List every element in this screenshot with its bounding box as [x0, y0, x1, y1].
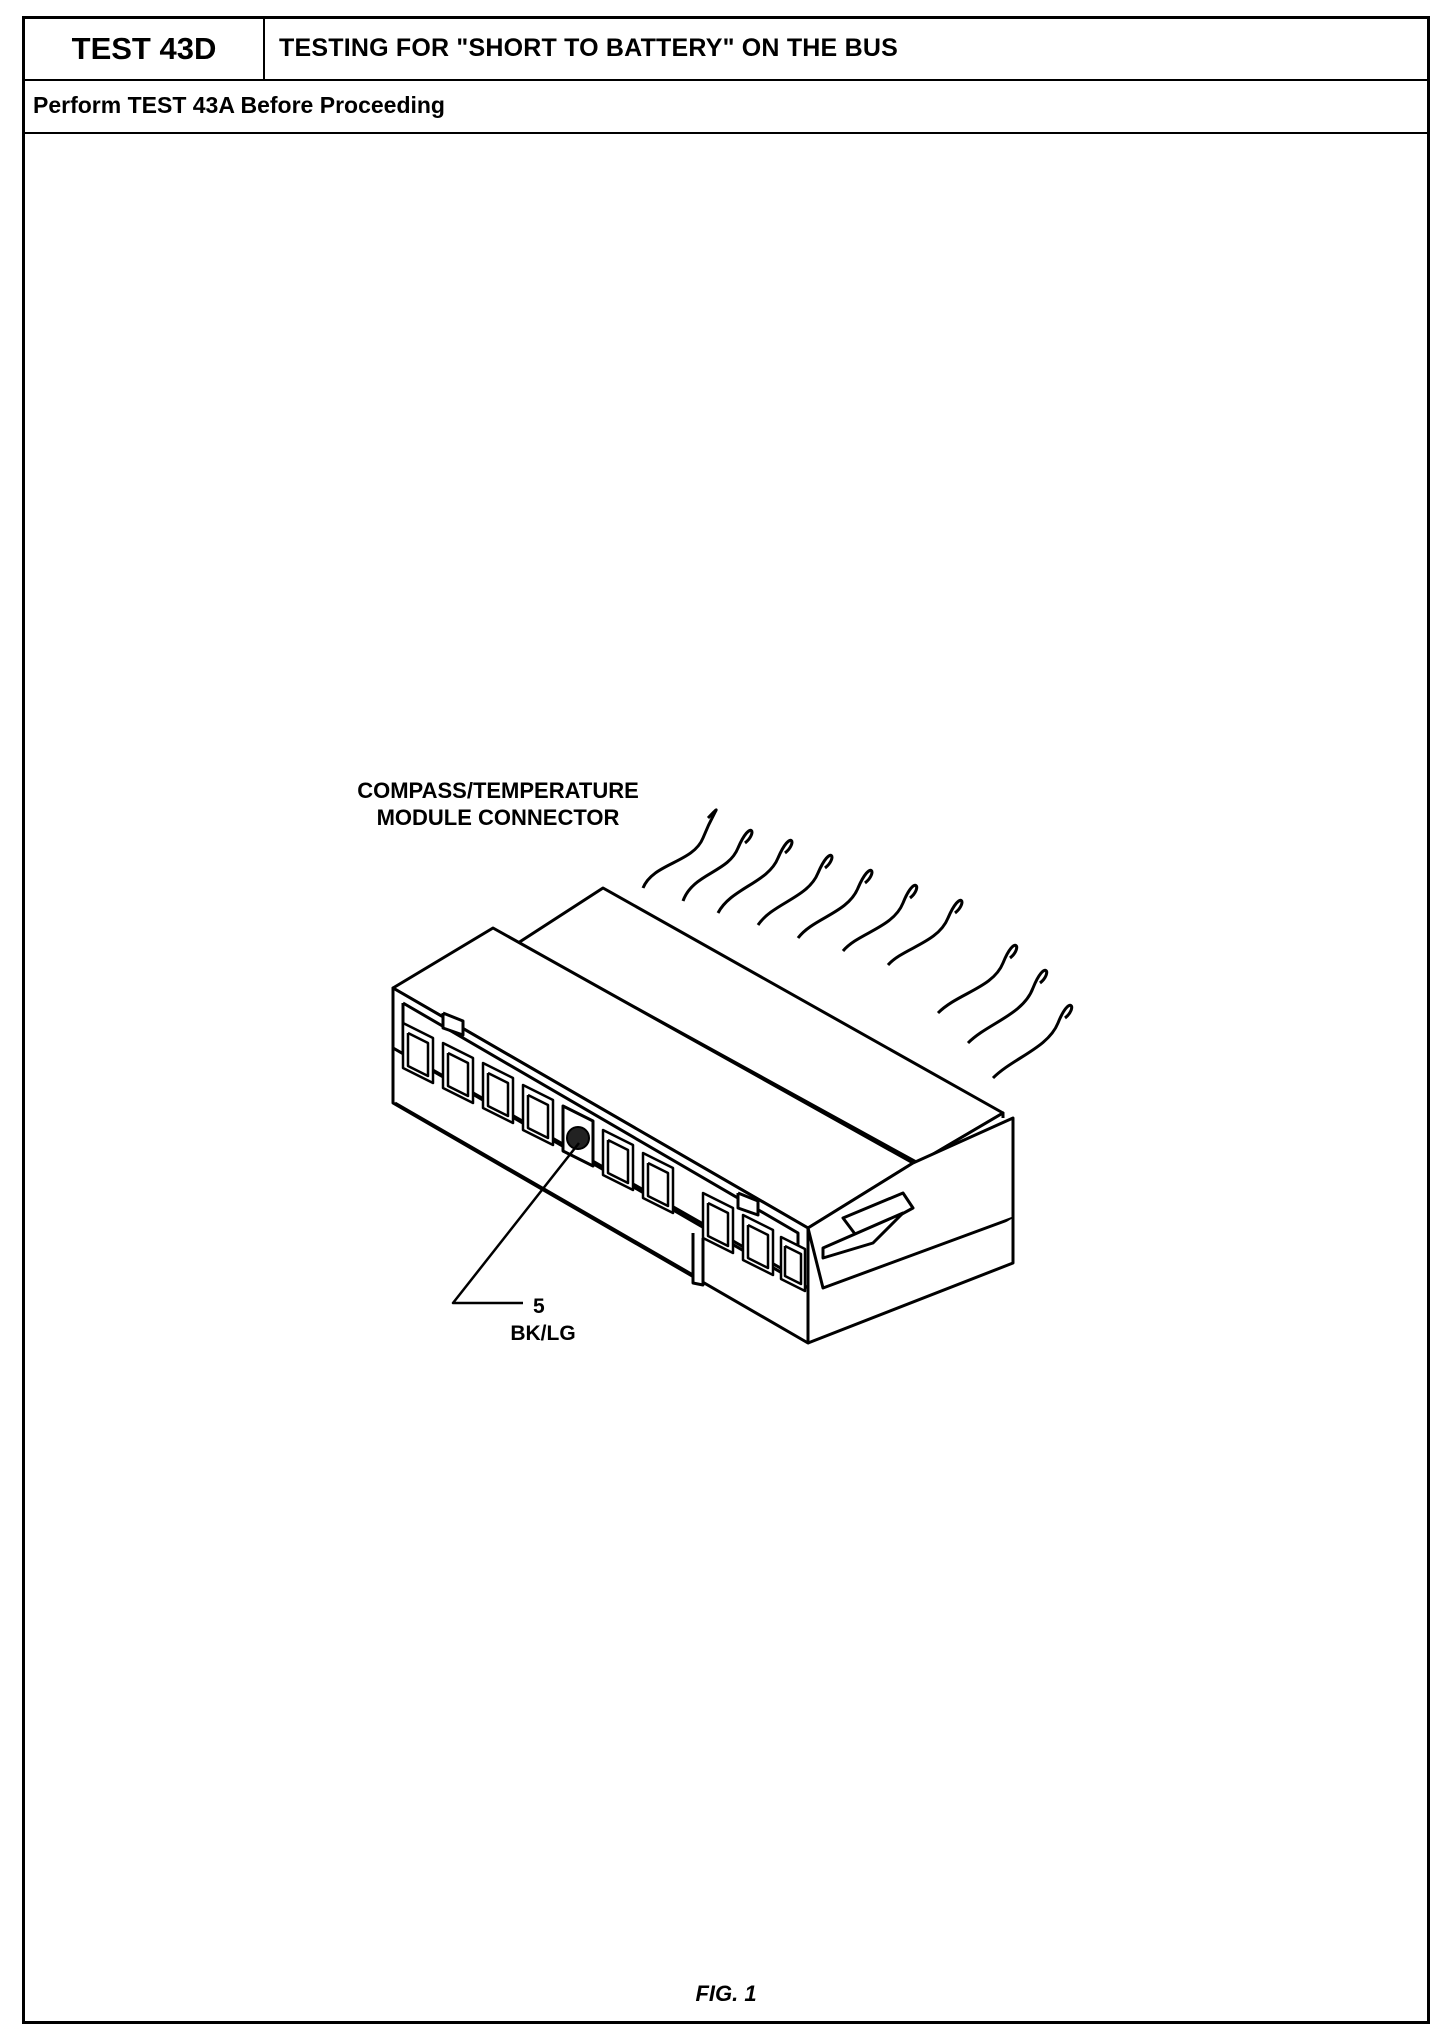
connector-label-line1: COMPASS/TEMPERATURE: [357, 778, 639, 803]
connector-label-line2: MODULE CONNECTOR: [377, 805, 620, 830]
test-title: TESTING FOR "SHORT TO BATTERY" ON THE BU…: [279, 34, 898, 62]
connector-wires: [641, 808, 1074, 1080]
test-header: TEST 43D TESTING FOR "SHORT TO BATTERY" …: [25, 19, 1427, 81]
figure-caption: FIG. 1: [695, 1981, 757, 2006]
pin-number-label: 5: [533, 1295, 545, 1318]
connector-diagram: COMPASS/TEMPERATURE MODULE CONNECTOR 5 B…: [357, 778, 1074, 1345]
pin-5-leader-line: [451, 1142, 580, 1305]
prerequisite-note: Perform TEST 43A Before Proceeding: [25, 79, 1427, 134]
pin-5-cavity: [561, 1104, 595, 1168]
connector-cavities: [401, 1021, 807, 1293]
pin-wire-color-label: BK/LG: [510, 1322, 575, 1345]
test-id: TEST 43D: [25, 19, 265, 79]
page-frame: TEST 43D TESTING FOR "SHORT TO BATTERY" …: [22, 16, 1430, 2024]
